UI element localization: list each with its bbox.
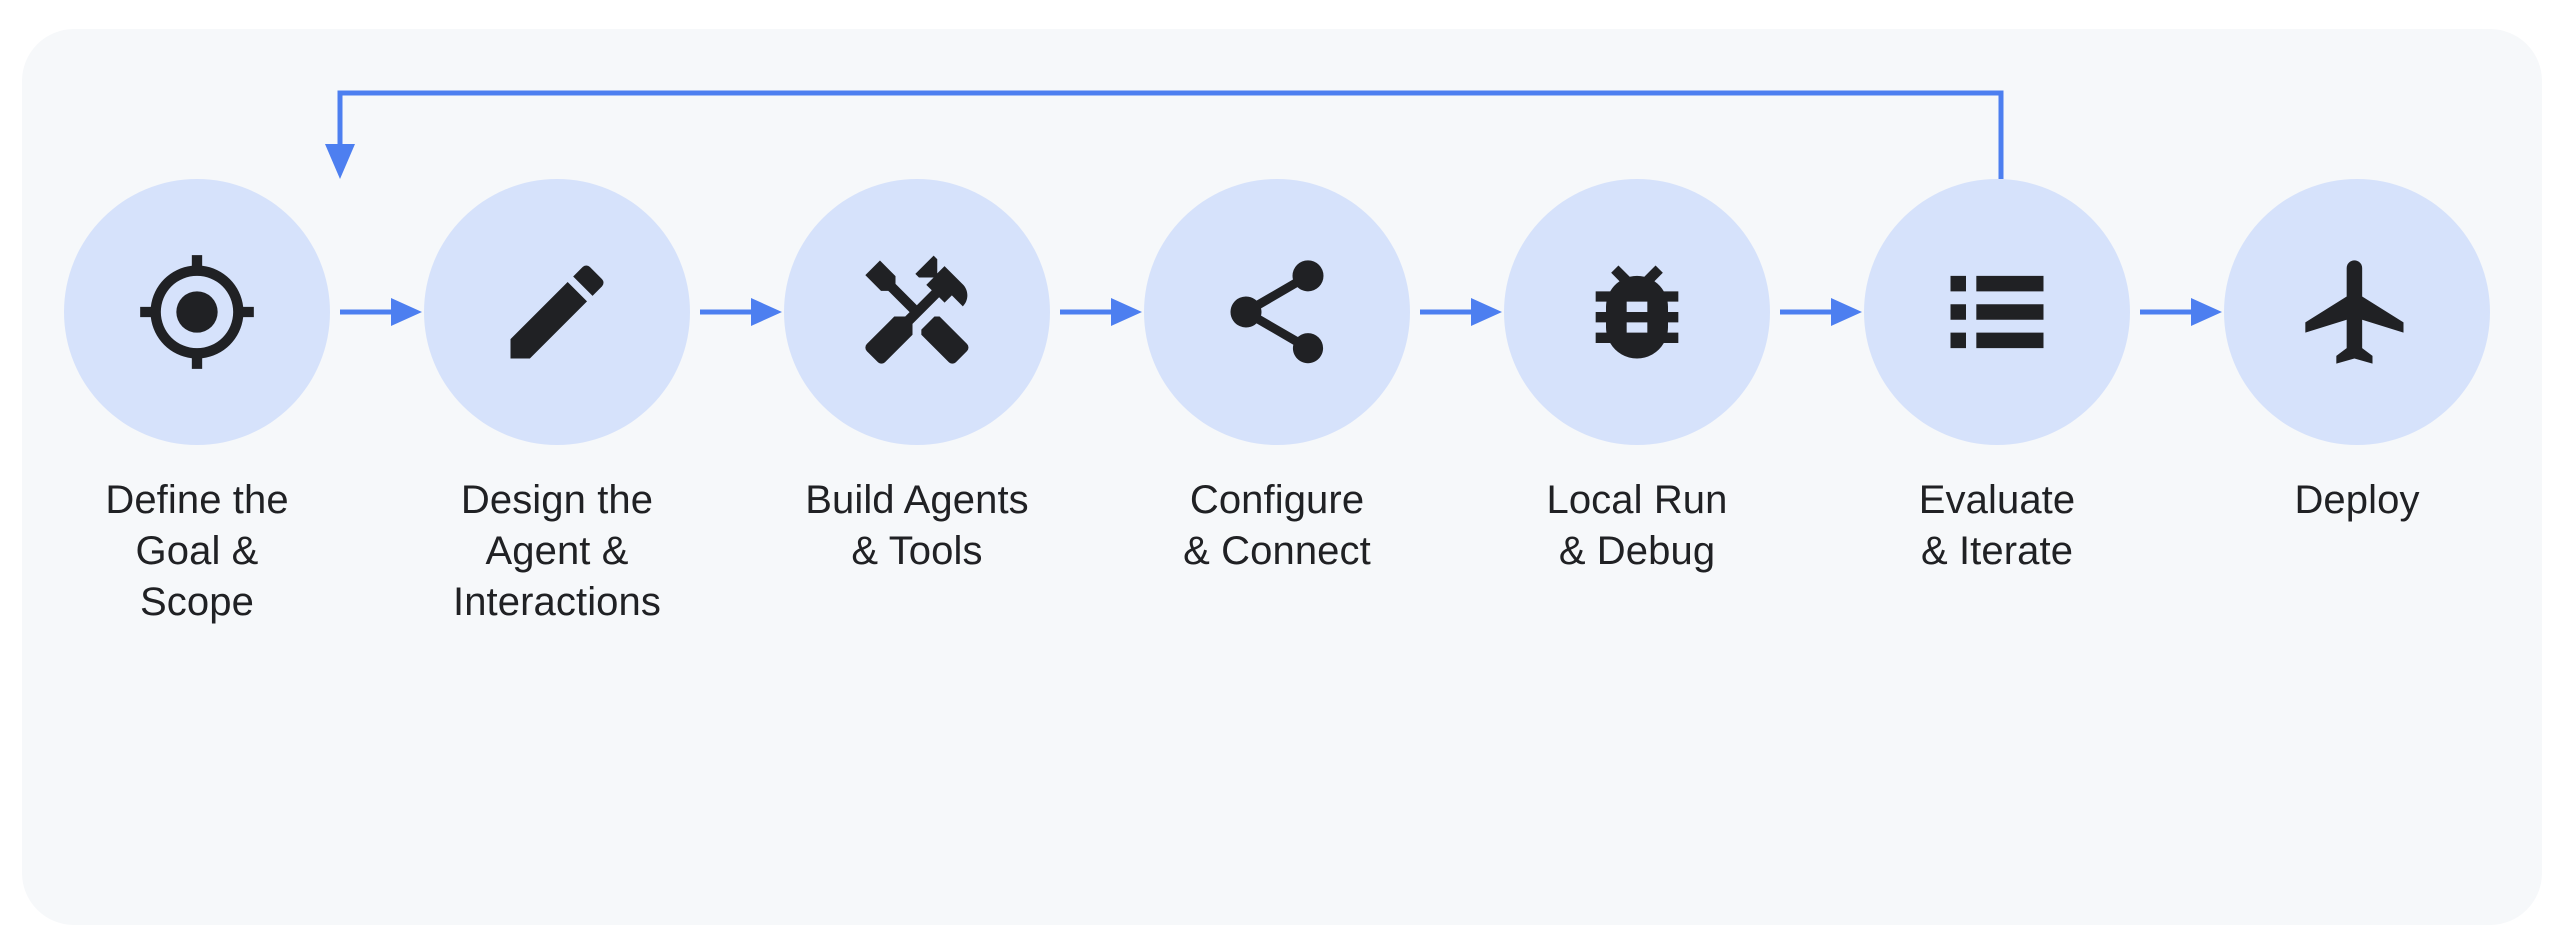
crosshair-target-icon <box>135 250 259 374</box>
stage-icon-circle-6[interactable] <box>1864 179 2130 445</box>
stage-label-4: Configure & Connect <box>1183 478 1371 573</box>
stage-label-2: Design the Agent & Interactions <box>453 478 661 624</box>
stage-deploy[interactable]: Deploy <box>2224 179 2490 526</box>
stage-label-1: Define the Goal & Scope <box>105 478 289 624</box>
stage-configure-connect[interactable]: Configure & Connect <box>1144 179 1410 577</box>
hammer-wrench-icon <box>855 250 979 374</box>
airplane-icon <box>2295 250 2419 374</box>
stage-icon-circle-4[interactable] <box>1144 179 1410 445</box>
stage-icon-circle-5[interactable] <box>1504 179 1770 445</box>
stage-row: Define the Goal & Scope Design the Agent… <box>22 29 2542 925</box>
stage-label-6: Evaluate & Iterate <box>1918 478 2076 573</box>
stage-icon-circle-3[interactable] <box>784 179 1050 445</box>
stage-evaluate-iterate[interactable]: Evaluate & Iterate <box>1864 179 2130 577</box>
stage-label-7: Deploy <box>2294 478 2420 522</box>
bulleted-list-icon <box>1935 250 2059 374</box>
stage-label-3: Build Agents & Tools <box>805 478 1029 573</box>
stage-define-goal-scope[interactable]: Define the Goal & Scope <box>64 179 330 628</box>
stage-icon-circle-2[interactable] <box>424 179 690 445</box>
bug-icon <box>1575 250 1699 374</box>
share-nodes-icon <box>1215 250 1339 374</box>
diagram-panel: Define the Goal & Scope Design the Agent… <box>22 29 2542 925</box>
pencil-edit-icon <box>495 250 619 374</box>
stage-build-agents-tools[interactable]: Build Agents & Tools <box>784 179 1050 577</box>
stage-icon-circle-7[interactable] <box>2224 179 2490 445</box>
stage-design-agent-interactions[interactable]: Design the Agent & Interactions <box>424 179 690 628</box>
stage-local-run-debug[interactable]: Local Run & Debug <box>1504 179 1770 577</box>
stage-icon-circle-1[interactable] <box>64 179 330 445</box>
stage-label-5: Local Run & Debug <box>1546 478 1728 573</box>
